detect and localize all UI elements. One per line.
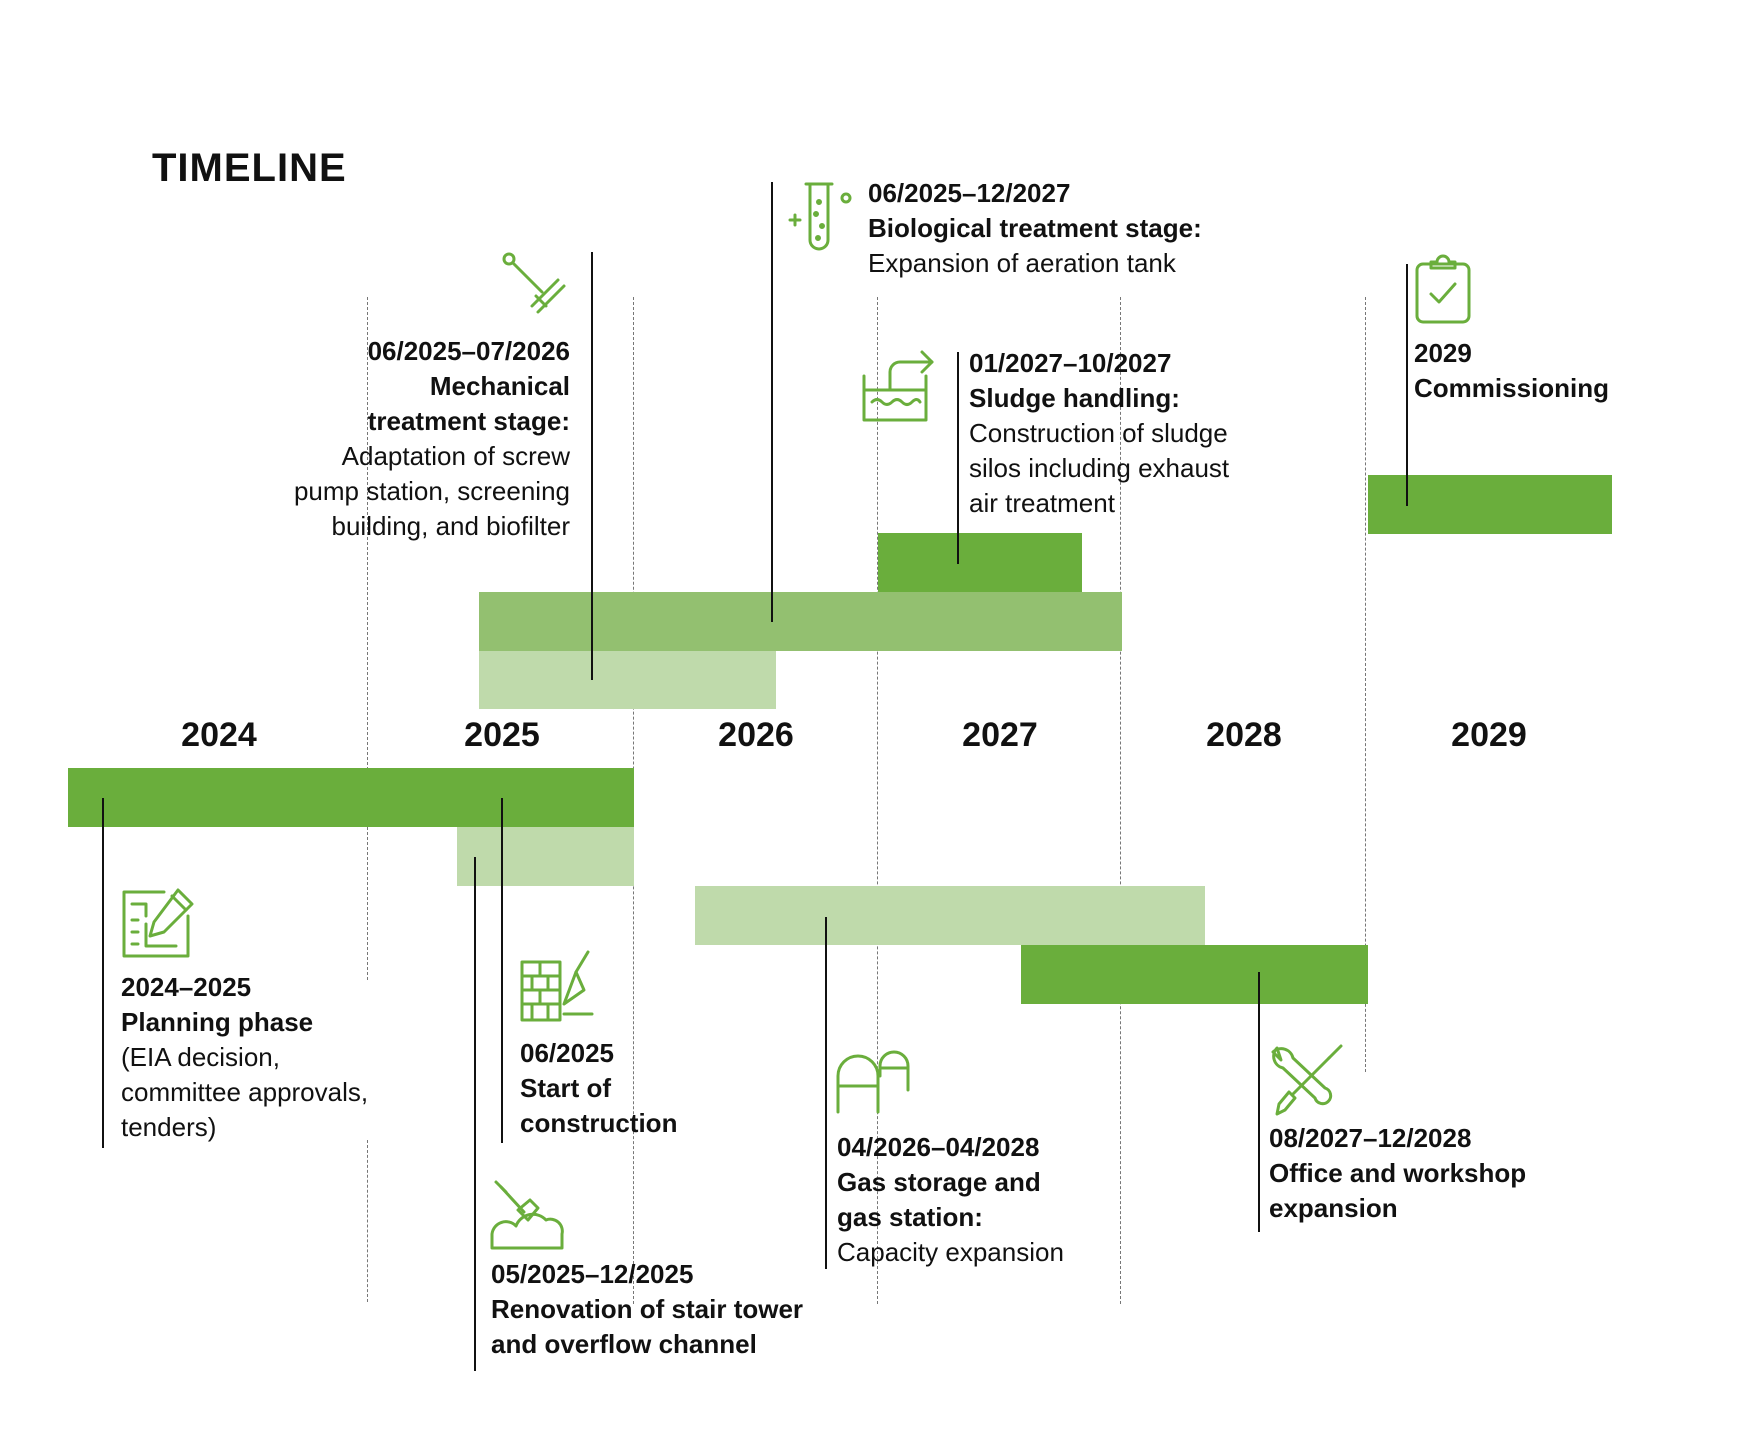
milestone-date: 05/2025–12/2025	[491, 1259, 694, 1289]
year-label: 2026	[718, 716, 794, 754]
year-label: 2029	[1451, 716, 1527, 754]
page-title: TIMELINE	[152, 146, 347, 190]
milestone-renovation: 05/2025–12/2025 Renovation of stair towe…	[491, 1257, 871, 1362]
bar-renovation	[457, 827, 634, 886]
grid-line	[1365, 297, 1366, 1072]
milestone-title: Start of construction	[520, 1073, 678, 1138]
bricks-trowel-icon	[520, 950, 594, 1022]
milestone-description: Adaptation of screw pump station, screen…	[293, 441, 570, 541]
planning-document-icon	[120, 886, 196, 958]
milestone-date: 2029	[1414, 338, 1472, 368]
test-tube-icon	[786, 180, 856, 254]
milestone-gas: 04/2026–04/2028 Gas storage and gas stat…	[837, 1130, 1157, 1270]
milestone-biological: 06/2025–12/2027 Biological treatment sta…	[868, 176, 1288, 281]
bar-mechanical	[479, 650, 776, 709]
leader-start-construction	[501, 798, 503, 1143]
milestone-mechanical: 06/2025–07/2026 Mechanical treatment sta…	[230, 334, 570, 544]
leader-commissioning	[1406, 264, 1408, 506]
bar-biological	[479, 592, 1122, 651]
leader-renovation	[474, 857, 476, 1371]
leader-gas	[825, 917, 827, 1269]
milestone-commissioning: 2029 Commissioning	[1414, 336, 1674, 406]
bar-commissioning	[1368, 475, 1612, 534]
milestone-date: 04/2026–04/2028	[837, 1132, 1040, 1162]
milestone-title: Sludge handling:	[969, 383, 1180, 413]
milestone-sludge: 01/2027–10/2027 Sludge handling: Constru…	[969, 346, 1289, 521]
grid-line	[1120, 297, 1121, 1304]
bar-office	[1021, 945, 1368, 1004]
bar-planning	[68, 768, 634, 827]
milestone-title: Renovation of stair tower and overflow c…	[491, 1294, 804, 1359]
grid-line	[877, 297, 878, 1304]
milestone-title: Mechanical treatment stage:	[367, 371, 570, 436]
year-label: 2024	[181, 716, 257, 754]
milestone-office: 08/2027–12/2028 Office and workshop expa…	[1269, 1121, 1629, 1226]
leader-office	[1258, 972, 1260, 1232]
year-label: 2025	[464, 716, 540, 754]
leader-sludge	[957, 352, 959, 564]
milestone-date: 06/2025–12/2027	[868, 178, 1071, 208]
milestone-title: Office and workshop expansion	[1269, 1158, 1527, 1223]
bar-gas	[695, 886, 1205, 945]
year-label: 2028	[1206, 716, 1282, 754]
grid-line	[367, 297, 368, 980]
screw-rake-icon	[500, 250, 572, 322]
milestone-date: 06/2025	[520, 1038, 614, 1068]
milestone-planning: 2024–2025 Planning phase (EIA decision, …	[121, 970, 421, 1145]
milestone-title: Biological treatment stage:	[868, 213, 1202, 243]
milestone-description: (EIA decision, committee approvals, tend…	[121, 1042, 369, 1142]
bar-sludge	[878, 533, 1082, 592]
milestone-title: Gas storage and gas station:	[837, 1167, 1041, 1232]
milestone-title: Planning phase	[121, 1007, 314, 1037]
sludge-tank-icon	[860, 350, 940, 422]
gas-storage-icon	[836, 1046, 910, 1114]
clipboard-check-icon	[1413, 252, 1473, 324]
milestone-description: Capacity expansion	[837, 1237, 1064, 1267]
milestone-title: Commissioning	[1414, 373, 1610, 403]
milestone-date: 2024–2025	[121, 972, 252, 1002]
grid-line	[367, 1140, 368, 1302]
milestone-description: Construction of sludge silos including e…	[969, 418, 1230, 518]
leader-mechanical	[591, 252, 593, 680]
leader-biological	[771, 182, 773, 622]
shovel-icon	[490, 1178, 566, 1250]
wrench-screwdriver-icon	[1269, 1044, 1345, 1116]
milestone-start-construction: 06/2025 Start of construction	[520, 1036, 740, 1141]
year-label: 2027	[962, 716, 1038, 754]
milestone-date: 08/2027–12/2028	[1269, 1123, 1472, 1153]
leader-planning	[102, 798, 104, 1148]
milestone-description: Expansion of aeration tank	[868, 248, 1176, 278]
milestone-date: 01/2027–10/2027	[969, 348, 1172, 378]
milestone-date: 06/2025–07/2026	[367, 336, 570, 366]
